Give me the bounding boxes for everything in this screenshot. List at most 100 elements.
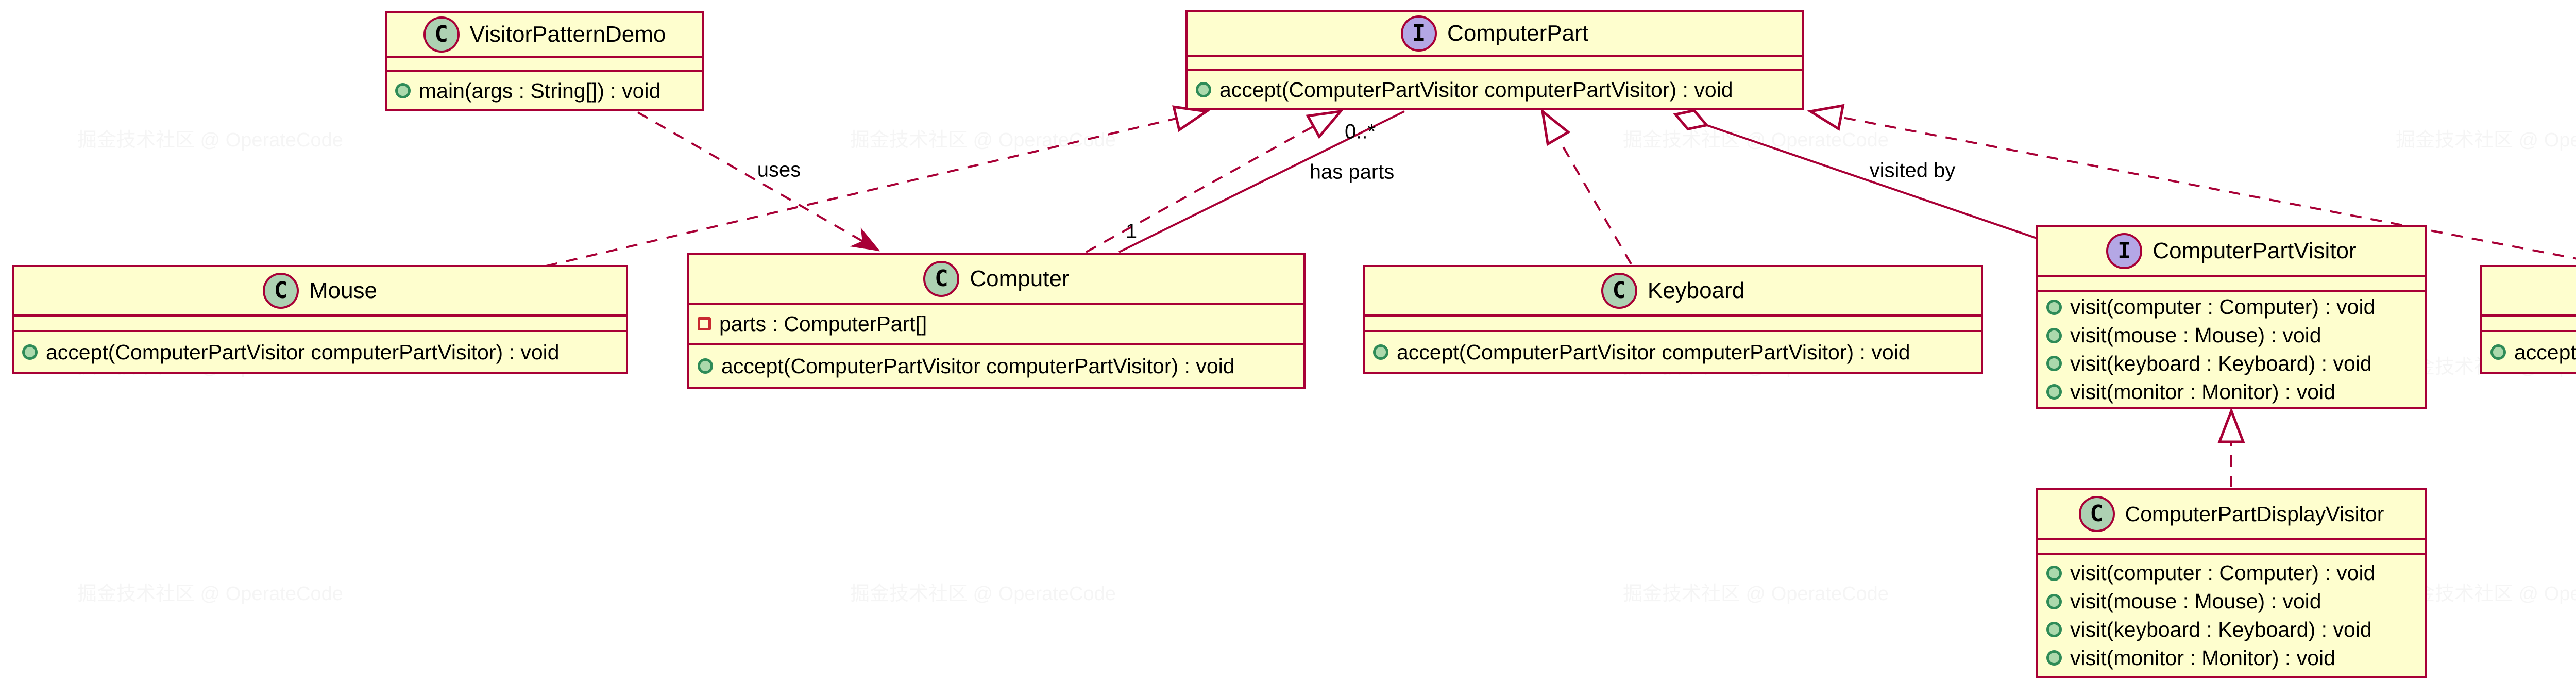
member-row: accept(ComputerPartVisitor computerPartV… — [1188, 76, 1802, 104]
member-signature: visit(computer : Computer) : void — [2070, 295, 2376, 319]
class-header: C Monitor — [2482, 267, 2576, 314]
watermark-tile: 掘金技术社区 @ OperateCode — [77, 583, 343, 605]
class-box-monitor: C Monitor accept(ComputerPartVisitor com… — [2480, 265, 2576, 374]
member-row: parts : ComputerPart[] — [689, 310, 1303, 338]
member-row: visit(monitor : Monitor) : void — [2038, 644, 2425, 672]
methods-compartment: visit(computer : Computer) : void visit(m… — [2038, 292, 2425, 407]
methods-compartment: main(args : String[]) : void — [387, 72, 702, 109]
edge-label-visited-by: visited by — [1869, 159, 1956, 182]
class-spot-icon: C — [923, 261, 960, 297]
methods-compartment: accept(ComputerPartVisitor computerPartV… — [1188, 71, 1802, 108]
class-spot-icon: C — [2078, 496, 2115, 532]
edge-realization-computer-computerpart — [1086, 109, 1344, 253]
interface-box-computerpart: I ComputerPart accept(ComputerPartVisito… — [1185, 10, 1804, 110]
public-method-icon — [1373, 344, 1388, 360]
member-signature: accept(ComputerPartVisitor computerPartV… — [2514, 340, 2576, 364]
member-signature: parts : ComputerPart[] — [719, 311, 927, 336]
compartment-divider — [1188, 69, 1802, 71]
member-signature: visit(computer : Computer) : void — [2070, 561, 2376, 585]
member-row: visit(computer : Computer) : void — [2038, 559, 2425, 587]
interface-spot-icon: I — [2106, 233, 2143, 269]
fields-compartment — [2482, 317, 2576, 330]
member-row: accept(ComputerPartVisitor computerPartV… — [14, 338, 626, 367]
edge-label-uses: uses — [757, 158, 801, 181]
watermark-tile: 掘金技术社区 @ OperateCode — [850, 583, 1116, 605]
fields-compartment — [2038, 277, 2425, 290]
compartment-divider — [2038, 553, 2425, 555]
edge-label-multiplicity-target: 0..* — [1344, 120, 1376, 143]
class-name: Keyboard — [1647, 278, 1745, 303]
public-method-icon — [2046, 356, 2062, 372]
member-signature: visit(monitor : Monitor) : void — [2070, 645, 2335, 670]
class-header: C Keyboard — [1365, 267, 1981, 314]
fields-compartment — [1188, 57, 1802, 69]
class-name: ComputerPartDisplayVisitor — [2125, 502, 2384, 526]
public-method-icon — [22, 344, 38, 360]
member-row: visit(mouse : Mouse) : void — [2038, 321, 2425, 350]
interface-spot-icon: I — [1401, 15, 1437, 52]
public-method-icon — [2046, 622, 2062, 638]
class-name: Mouse — [309, 278, 378, 303]
compartment-divider — [2038, 290, 2425, 292]
edge-realization-keyboard-computerpart — [1540, 108, 1632, 265]
class-header: C ComputerPartDisplayVisitor — [2038, 490, 2425, 538]
member-signature: visit(mouse : Mouse) : void — [2070, 589, 2321, 614]
class-header: I ComputerPartVisitor — [2038, 227, 2425, 275]
edge-association-visited-by — [1673, 109, 2037, 239]
public-method-icon — [698, 358, 713, 374]
methods-compartment: accept(ComputerPartVisitor computerPartV… — [689, 345, 1303, 387]
member-row: accept(ComputerPartVisitor computerPartV… — [689, 352, 1303, 380]
fields-compartment: parts : ComputerPart[] — [689, 305, 1303, 343]
member-row: accept(ComputerPartVisitor computerPartV… — [1365, 338, 1981, 367]
edge-association-has-parts — [1118, 110, 1405, 253]
class-header: C VisitorPatternDemo — [387, 13, 702, 56]
compartment-divider — [689, 303, 1303, 305]
member-row: visit(monitor : Monitor) : void — [2038, 378, 2425, 406]
compartment-divider — [689, 343, 1303, 345]
methods-compartment: accept(ComputerPartVisitor computerPartV… — [14, 332, 626, 372]
compartment-divider — [14, 330, 626, 332]
class-box-visitorpatterndemo: C VisitorPatternDemo main(args : String[… — [385, 11, 704, 111]
member-row: accept(ComputerPartVisitor computerPartV… — [2482, 338, 2576, 367]
fields-compartment — [387, 58, 702, 70]
member-row: visit(keyboard : Keyboard) : void — [2038, 616, 2425, 644]
interface-box-computerpartvisitor: I ComputerPartVisitor visit(computer : C… — [2036, 225, 2427, 409]
watermark-tile: 掘金技术社区 @ OperateCode — [1623, 129, 1889, 151]
public-method-icon — [2046, 593, 2062, 609]
watermark-tile: 掘金技术社区 @ OperateCode — [2396, 129, 2576, 151]
edge-label-multiplicity-source: 1 — [1125, 220, 1138, 243]
class-header: C Computer — [689, 255, 1303, 303]
methods-compartment: accept(ComputerPartVisitor computerPartV… — [2482, 332, 2576, 372]
public-method-icon — [2046, 650, 2062, 666]
public-method-icon — [2046, 327, 2062, 343]
edge-label-has-parts: has parts — [1309, 160, 1395, 184]
class-header: C Mouse — [14, 267, 626, 314]
fields-compartment — [14, 317, 626, 330]
class-name: VisitorPatternDemo — [469, 22, 666, 47]
class-name: ComputerPart — [1447, 21, 1588, 46]
member-signature: visit(mouse : Mouse) : void — [2070, 323, 2321, 347]
methods-compartment: accept(ComputerPartVisitor computerPartV… — [1365, 332, 1981, 372]
class-spot-icon: C — [1601, 273, 1637, 309]
class-box-keyboard: C Keyboard accept(ComputerPartVisitor co… — [1363, 265, 1983, 374]
public-method-icon — [2490, 344, 2506, 360]
watermark-tile: 掘金技术社区 @ OperateCode — [1623, 583, 1889, 605]
member-row: visit(computer : Computer) : void — [2038, 293, 2425, 321]
compartment-divider — [2038, 275, 2425, 277]
edge-realization-mouse-computerpart — [546, 105, 1210, 267]
class-spot-icon: C — [423, 16, 460, 53]
member-signature: accept(ComputerPartVisitor computerPartV… — [46, 340, 560, 364]
public-method-icon — [2046, 299, 2062, 315]
class-header: I ComputerPart — [1188, 12, 1802, 55]
class-box-mouse: C Mouse accept(ComputerPartVisitor compu… — [12, 265, 628, 374]
class-name: ComputerPartVisitor — [2153, 238, 2357, 263]
member-row: main(args : String[]) : void — [387, 77, 702, 105]
class-spot-icon: C — [262, 273, 299, 309]
member-row: visit(mouse : Mouse) : void — [2038, 587, 2425, 616]
public-method-icon — [2046, 565, 2062, 581]
compartment-divider — [1365, 330, 1981, 332]
public-method-icon — [395, 83, 411, 98]
member-signature: accept(ComputerPartVisitor computerPartV… — [1397, 340, 1910, 364]
class-name: Computer — [970, 266, 1070, 291]
